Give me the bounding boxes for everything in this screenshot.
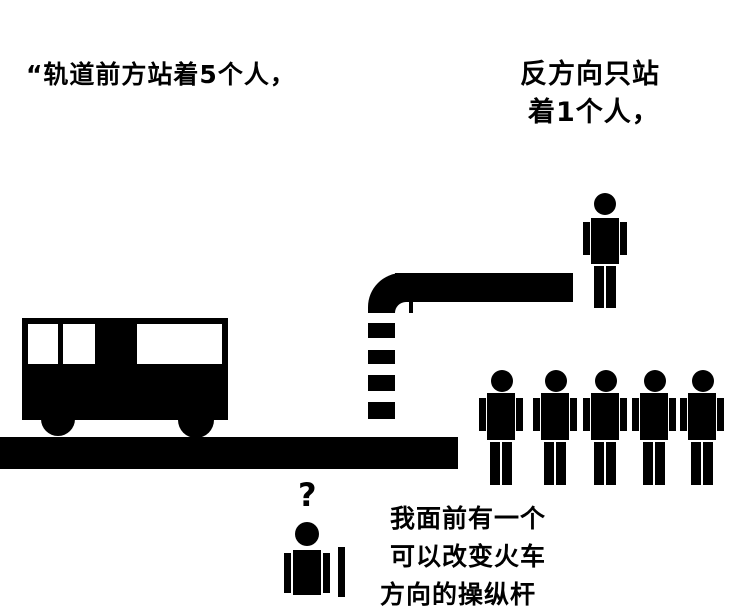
person-leg-left (490, 442, 500, 485)
question-mark: ? (298, 476, 318, 514)
branch-track-dash-1 (368, 323, 395, 338)
person-leg-left (594, 442, 604, 485)
branch-track-curve-inner (395, 302, 409, 313)
observer-torso (293, 550, 321, 595)
bus-window-2 (63, 324, 95, 364)
person-main-track (478, 370, 524, 485)
branch-track-dash-4 (368, 402, 395, 419)
person-torso (591, 218, 619, 264)
person-arm-right (717, 398, 724, 431)
person-leg-left (544, 442, 554, 485)
person-main-track (679, 370, 725, 485)
person-leg-left (594, 266, 604, 308)
observer-head (295, 522, 319, 546)
person-torso (640, 393, 668, 440)
person-torso (541, 393, 569, 440)
person-arm-left (632, 398, 639, 431)
person-main-track (631, 370, 677, 485)
person-torso (591, 393, 619, 440)
bus-window-3 (137, 324, 222, 364)
observer-arm-left (284, 553, 291, 593)
caption-bottom-line-1: 我面前有一个 (390, 504, 547, 533)
caption-top-right-line-2: 着1个人， (528, 97, 660, 128)
person-leg-right (606, 266, 616, 308)
person-arm-left (583, 222, 590, 255)
person-head (692, 370, 714, 392)
person-arm-left (533, 398, 540, 431)
person-arm-right (620, 222, 627, 255)
person-arm-right (570, 398, 577, 431)
caption-top-left: “轨道前方站着5个人， (26, 60, 296, 89)
person-leg-right (502, 442, 512, 485)
bus-window-1 (28, 324, 58, 364)
person-leg-right (606, 442, 616, 485)
bus-wheel-rear (41, 402, 75, 436)
person-head (595, 370, 617, 392)
lever (338, 547, 345, 597)
caption-top-right-line-1: 反方向只站 (520, 59, 660, 90)
observer (281, 522, 351, 597)
caption-bottom-line-3: 方向的操纵杆 (380, 580, 537, 609)
bus-wheel-front (178, 402, 214, 438)
person-head (545, 370, 567, 392)
person-arm-right (620, 398, 627, 431)
person-main-track (532, 370, 578, 485)
person-head (594, 193, 616, 215)
person-leg-right (556, 442, 566, 485)
observer-arm-right (323, 553, 330, 593)
person-head (644, 370, 666, 392)
branch-track-dash-3 (368, 375, 395, 391)
person-leg-left (691, 442, 701, 485)
caption-bottom-line-2: 可以改变火车 (390, 542, 547, 571)
person-torso (487, 393, 515, 440)
person-arm-left (583, 398, 590, 431)
person-arm-right (669, 398, 676, 431)
person-torso (688, 393, 716, 440)
branch-track-dash-2 (368, 350, 395, 364)
person-arm-left (479, 398, 486, 431)
person-arm-left (680, 398, 687, 431)
main-track (0, 437, 458, 469)
person-leg-right (703, 442, 713, 485)
branch-track-horizontal (395, 273, 573, 302)
person-leg-left (643, 442, 653, 485)
person-head (491, 370, 513, 392)
person-branch (582, 193, 628, 308)
person-main-track (582, 370, 628, 485)
person-arm-right (516, 398, 523, 431)
person-leg-right (655, 442, 665, 485)
